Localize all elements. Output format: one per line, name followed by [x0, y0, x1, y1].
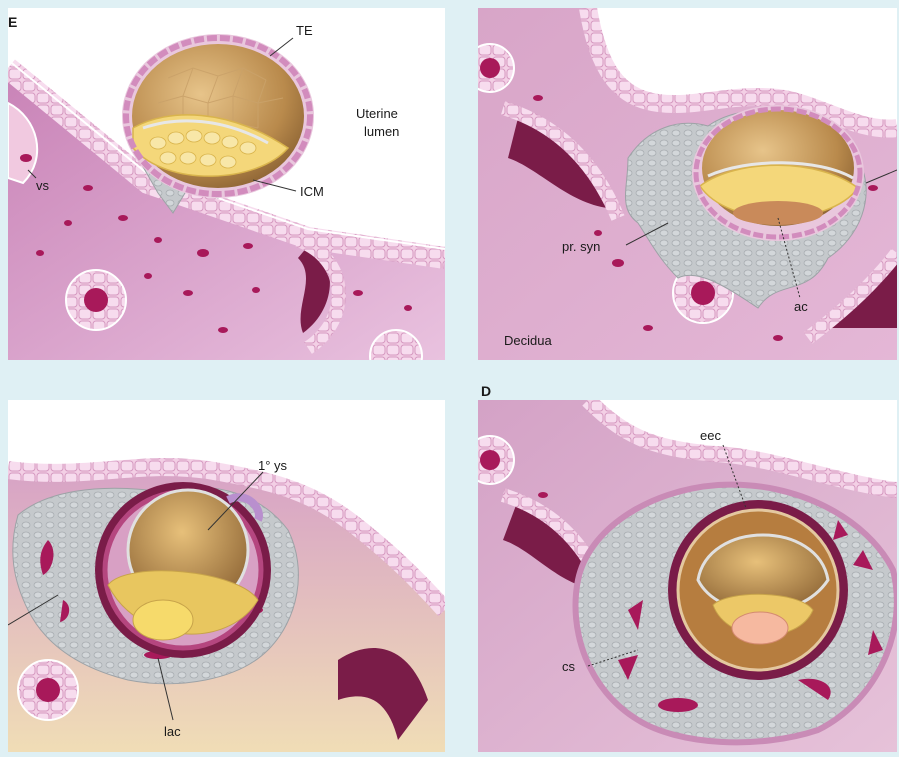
panel-b-drawing: pr. syn ac Decidua: [478, 8, 897, 360]
uterine-lumen-label-line2: lumen: [364, 124, 399, 139]
vs-label: vs: [36, 178, 50, 193]
uterine-lumen-label-line1: Uterine: [356, 106, 398, 121]
blastocyst: [122, 34, 314, 198]
embryo: [668, 500, 848, 680]
panel-d-drawing: eec cs: [478, 400, 897, 752]
panel-c: 1° ys lac: [8, 400, 445, 752]
icm-label: ICM: [300, 184, 324, 199]
ac-label: ac: [794, 299, 808, 314]
eec-label: eec: [700, 428, 721, 443]
cs-label: cs: [562, 659, 576, 674]
lac-label: lac: [164, 724, 181, 739]
panel-c-drawing: 1° ys lac: [8, 400, 445, 752]
panel-a: TE Uterine lumen ICM vs E: [8, 8, 445, 360]
decidua-label: Decidua: [504, 333, 552, 348]
blastocyst: [692, 105, 864, 241]
panel-b: pr. syn ac Decidua: [478, 8, 897, 360]
embryo: [95, 482, 271, 658]
pr-syn-label: pr. syn: [562, 239, 600, 254]
ys-label: 1° ys: [258, 458, 288, 473]
panel-d: eec cs: [478, 400, 897, 752]
panel-letter-d: D: [481, 383, 491, 399]
panel-letter-a: E: [8, 14, 17, 30]
te-label: TE: [296, 23, 313, 38]
panel-a-drawing: TE Uterine lumen ICM vs: [8, 8, 445, 360]
